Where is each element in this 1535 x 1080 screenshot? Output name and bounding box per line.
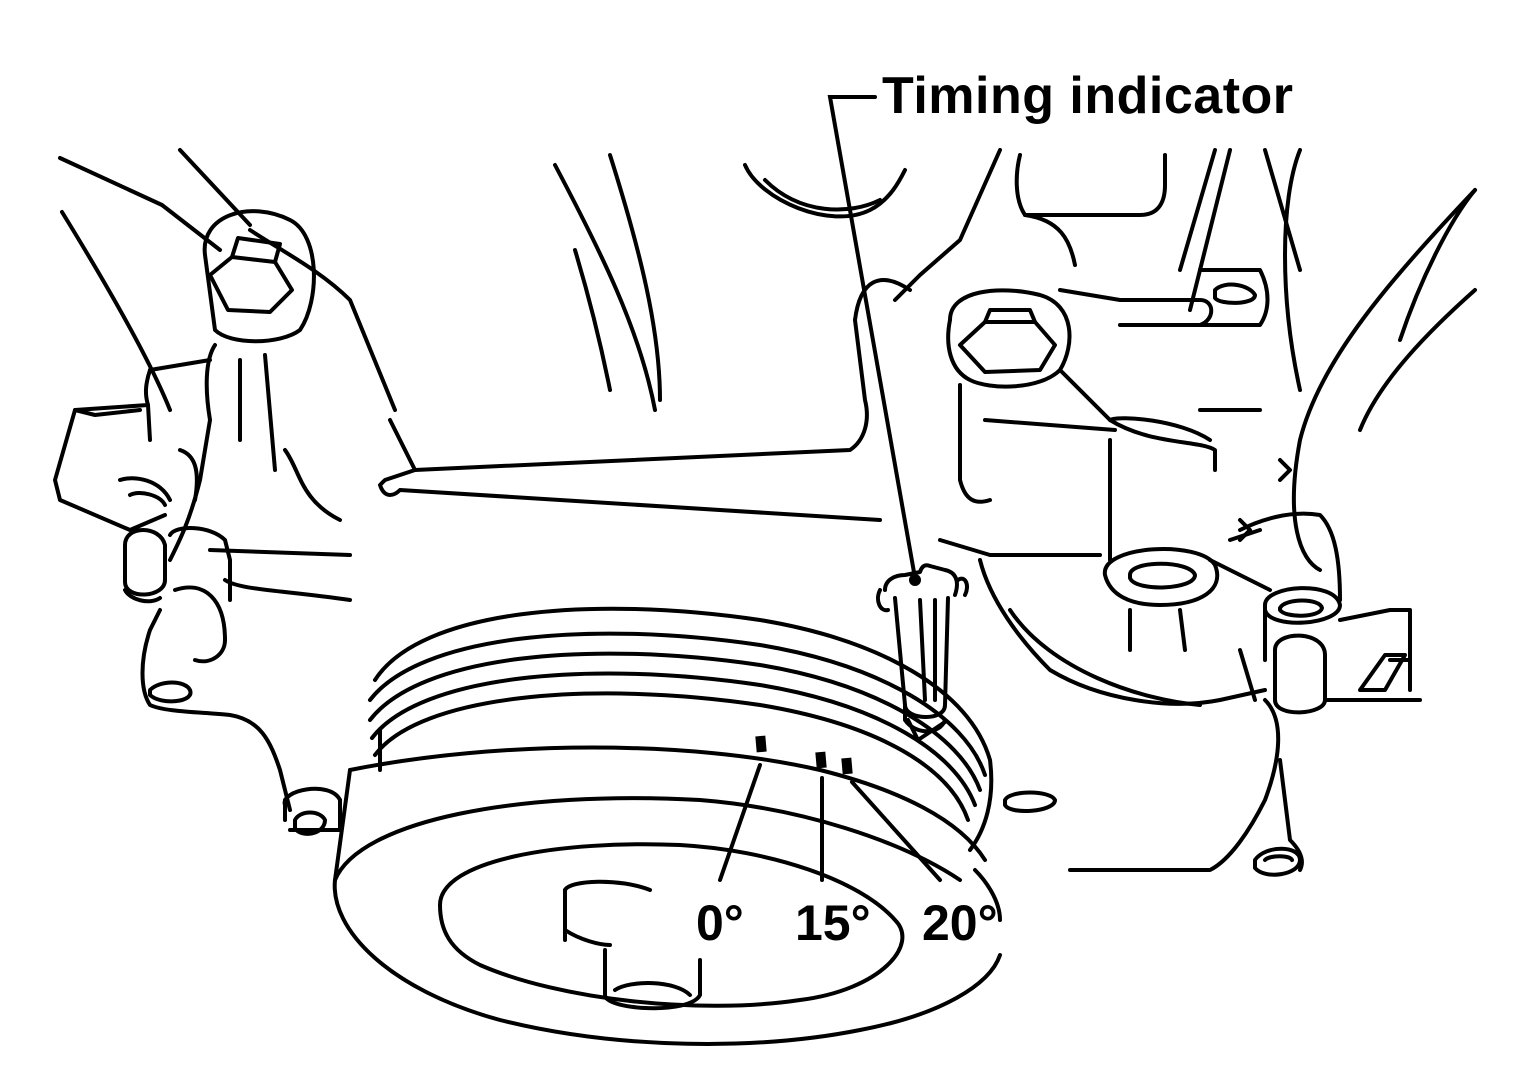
- bolt-left-upper: [202, 209, 316, 344]
- crankshaft-pulley: [332, 606, 1002, 1046]
- timing-marks: [755, 735, 853, 775]
- bolt-right-upper: [946, 288, 1072, 389]
- timing-mark-20: [841, 757, 853, 775]
- mounting-boss-right: [1102, 547, 1219, 607]
- mark-20-label: 20°: [922, 895, 998, 951]
- leader-dot: [909, 574, 921, 586]
- timing-indicator-label: Timing indicator: [882, 67, 1294, 125]
- timing-indicator-leader: [827, 95, 917, 580]
- leader-lines: [718, 95, 942, 882]
- engine-block-illustration: [53, 148, 1477, 1046]
- mark-0-label: 0°: [696, 895, 744, 951]
- timing-indicator-pointer: [876, 563, 969, 742]
- mark-15-label: 15°: [795, 895, 871, 951]
- timing-mark-15: [815, 751, 827, 769]
- mark-0-leader: [718, 763, 762, 882]
- mark-20-leader: [850, 780, 942, 882]
- timing-mark-0: [755, 735, 767, 753]
- mounting-boss-small-right: [1263, 586, 1342, 625]
